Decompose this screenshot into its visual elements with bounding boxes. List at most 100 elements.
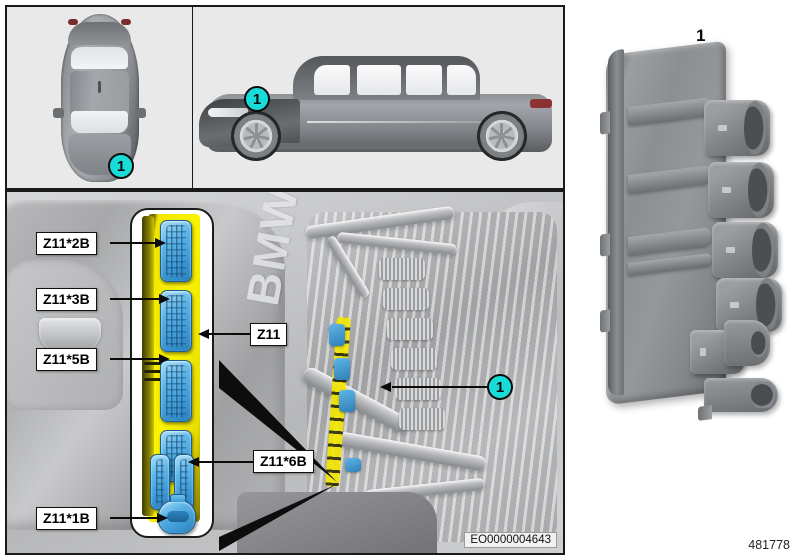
connector-module	[140, 214, 206, 536]
engine-compartment-panel: BMW EO0000004643	[5, 190, 565, 555]
mounting-clip-lower	[600, 309, 610, 333]
arrow-z11-1b	[157, 513, 168, 523]
oil-filler-cap	[39, 318, 101, 352]
rear-window	[71, 47, 128, 69]
port-opening-3	[752, 223, 774, 277]
leader-z11	[207, 333, 251, 335]
port-notch-4	[730, 302, 739, 308]
photo-identifier: EO0000004643	[464, 532, 557, 548]
lower-cover-panel	[237, 492, 437, 553]
front-wheel	[231, 110, 282, 161]
leader-z11-1b	[110, 517, 158, 519]
rear-wheel	[476, 110, 527, 161]
tail-light	[530, 98, 552, 109]
taillight-right	[121, 18, 131, 26]
car-trunk	[68, 21, 131, 46]
connector-retainer-tab	[170, 494, 186, 502]
injector-5	[395, 378, 441, 400]
module-port-2[interactable]	[708, 162, 774, 218]
main-plug-opening	[751, 382, 775, 408]
injector-3	[387, 318, 433, 340]
document-number: 481778	[748, 538, 790, 552]
window-rear	[447, 64, 477, 96]
module-rib-3	[144, 378, 166, 381]
side-sill	[271, 142, 487, 149]
wheel-spoke	[500, 122, 504, 136]
connector-z11-3b[interactable]	[160, 290, 192, 352]
module-rib-2	[144, 370, 166, 373]
port-opening-1	[744, 101, 766, 155]
arrow-callout-engine-bay	[380, 382, 391, 392]
module-port-3[interactable]	[712, 222, 778, 278]
module-main-plug[interactable]	[704, 378, 778, 412]
connector-z11-2b[interactable]	[160, 220, 192, 282]
arrow-z11-3b	[159, 294, 170, 304]
module-housing-left-rim	[608, 49, 624, 397]
label-z11-3b[interactable]: Z11*3B	[36, 288, 97, 311]
module-rib-1	[144, 362, 166, 365]
injector-2	[383, 288, 429, 310]
vehicle-side-view-canvas: 1	[193, 7, 563, 188]
component-3d-render-panel: 1	[586, 20, 791, 440]
connector-z11-5b[interactable]	[160, 360, 192, 422]
component-callout-number: 1	[696, 26, 706, 45]
port-notch-2	[722, 187, 731, 193]
callout-marker-side-view[interactable]: 1	[244, 86, 270, 112]
port-opening-4	[756, 278, 778, 332]
port-opening-5	[751, 329, 767, 357]
label-z11-1b[interactable]: Z11*1B	[36, 507, 97, 530]
vehicle-top-view-canvas: 1	[7, 7, 192, 188]
connector-in-bay-1	[329, 324, 345, 346]
arrow-z11-6b	[188, 457, 199, 467]
car-roof	[69, 70, 130, 118]
car-top-down-illustration	[53, 13, 146, 182]
mounting-clip-upper	[600, 111, 610, 135]
windshield	[70, 110, 129, 133]
body-crease	[307, 120, 509, 123]
callout-marker-top-view[interactable]: 1	[108, 153, 134, 179]
injector-6	[399, 408, 445, 430]
vehicle-top-view-panel: 1	[5, 5, 193, 190]
connector-pins	[166, 225, 186, 277]
module-port-5[interactable]	[724, 320, 770, 366]
plug-latch	[698, 405, 712, 421]
arrow-z11	[198, 329, 209, 339]
window-second	[357, 64, 401, 96]
leader-z11-6b	[196, 461, 254, 463]
car-side-illustration	[199, 45, 559, 167]
connector-pins	[180, 459, 188, 505]
connector-in-bay-2	[334, 358, 350, 380]
label-z11-2b[interactable]: Z11*2B	[36, 232, 97, 255]
port-notch-1	[718, 125, 727, 131]
taillight-left	[68, 18, 78, 26]
port-notch-small	[700, 348, 706, 356]
leader-z11-5b	[110, 358, 160, 360]
label-z11-5b[interactable]: Z11*5B	[36, 348, 97, 371]
module-port-1[interactable]	[704, 100, 770, 156]
roof-antenna	[97, 80, 101, 93]
connector-pins	[166, 295, 186, 347]
arrow-z11-2b	[155, 238, 166, 248]
mounting-clip-mid	[600, 233, 610, 257]
arrow-z11-5b	[159, 354, 170, 364]
mirror-left	[53, 107, 64, 118]
connector-module-inset	[130, 208, 214, 538]
module-port-4[interactable]	[716, 278, 782, 332]
window-front	[314, 64, 351, 96]
mirror-right	[135, 107, 146, 118]
leader-callout-engine-bay	[392, 386, 488, 388]
port-notch-3	[726, 247, 735, 253]
module-left-shade	[142, 216, 154, 516]
headlight	[208, 108, 248, 117]
wheel-spoke	[254, 122, 258, 136]
vehicle-side-view-panel: 1	[192, 5, 565, 190]
callout-marker-engine-bay[interactable]: 1	[487, 374, 513, 400]
connector-in-bay-3	[339, 390, 355, 412]
label-z11[interactable]: Z11	[250, 323, 288, 346]
leader-z11-3b	[110, 298, 160, 300]
injector-1	[379, 258, 425, 280]
connector-in-bay-4	[345, 458, 361, 472]
label-z11-6b[interactable]: Z11*6B	[253, 450, 314, 473]
injector-4	[391, 348, 437, 370]
